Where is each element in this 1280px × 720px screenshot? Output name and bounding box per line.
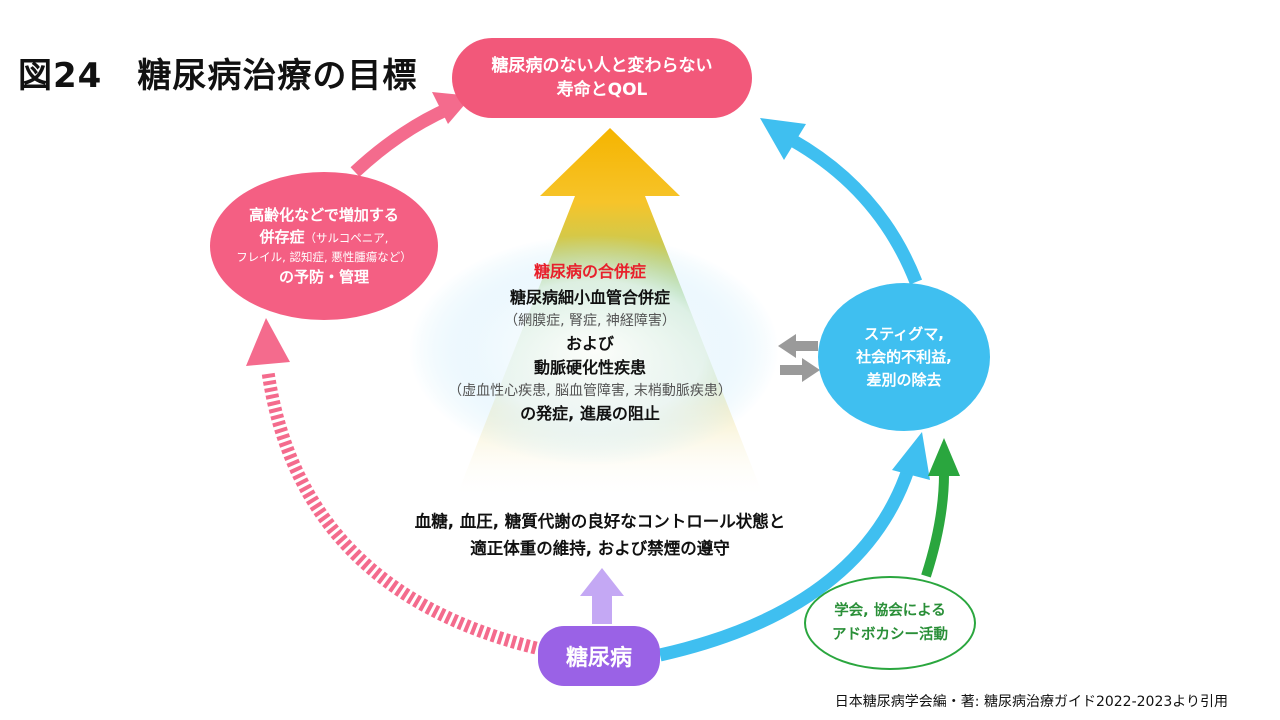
gray-arrow-right-shaft xyxy=(780,365,806,375)
goal-node: 糖尿病のない人と変わらない 寿命とQOL xyxy=(452,38,752,118)
gray-arrow-right-head xyxy=(802,358,820,382)
purple-arrow-shaft xyxy=(592,592,612,624)
advocacy-line2: アドボカシー活動 xyxy=(832,627,948,643)
diabetes-label: 糖尿病 xyxy=(565,646,632,671)
complications-glow xyxy=(409,235,779,465)
arrowhead-advocacy xyxy=(928,438,960,476)
prevention-outcome: の発症, 進展の阻止 xyxy=(520,404,660,423)
citation: 日本糖尿病学会編・著: 糖尿病治療ガイド2022-2023より引用 xyxy=(834,694,1228,710)
comorbidity-node: 高齢化などで増加する 併存症（サルコペニア, フレイル, 認知症, 悪性腫瘍など… xyxy=(210,172,438,320)
microvascular-label: 糖尿病細小血管合併症 xyxy=(509,288,670,307)
goal-line2: 寿命とQOL xyxy=(556,80,648,100)
microvascular-detail: （網膜症, 腎症, 神経障害） xyxy=(504,313,676,329)
arrowhead-to-goal-blue xyxy=(760,118,806,160)
control-text: 血糖, 血圧, 糖質代謝の良好なコントロール状態と 適正体重の維持, および禁煙… xyxy=(330,508,870,562)
macrovascular-detail: （虚血性心疾患, 脳血管障害, 末梢動脈疾患） xyxy=(448,383,732,399)
advocacy-node: 学会, 協会による アドボカシー活動 xyxy=(804,576,976,670)
arrowhead-to-stigma xyxy=(892,432,930,480)
stigma-line2: 社会的不利益, xyxy=(856,347,952,366)
complications-heading: 糖尿病の合併症 xyxy=(533,262,646,281)
control-line1: 血糖, 血圧, 糖質代謝の良好なコントロール状態と xyxy=(414,512,786,531)
diabetes-node: 糖尿病 xyxy=(538,626,660,686)
arrow-diabetes-to-stigma xyxy=(658,467,915,662)
and-label: および xyxy=(565,334,614,353)
control-line2: 適正体重の維持, および禁煙の遵守 xyxy=(470,539,730,558)
comorbidity-main: 併存症 xyxy=(259,228,305,246)
comorbidity-line1: 高齢化などで増加する xyxy=(249,206,399,224)
gray-arrow-left-head xyxy=(778,334,796,358)
gray-arrow-left-shaft xyxy=(792,341,818,351)
goal-line1: 糖尿病のない人と変わらない xyxy=(491,56,713,76)
advocacy-line1: 学会, 協会による xyxy=(834,603,946,619)
dashed-arrow-diabetes-to-comorbidity xyxy=(261,371,538,655)
stigma-line3: 差別の除去 xyxy=(866,370,942,389)
arrowhead-to-comorbidity xyxy=(246,318,290,366)
purple-arrowhead xyxy=(580,568,624,596)
arrow-advocacy-to-stigma xyxy=(921,473,949,578)
comorbidity-line4: の予防・管理 xyxy=(278,268,369,286)
macrovascular-label: 動脈硬化性疾患 xyxy=(533,358,646,377)
complications-text: 糖尿病の合併症 糖尿病細小血管合併症 （網膜症, 腎症, 神経障害） および 動… xyxy=(380,258,800,426)
comorbidity-sub-examples: フレイル, 認知症, 悪性腫瘍など） xyxy=(236,250,412,264)
stigma-node: スティグマ, 社会的不利益, 差別の除去 xyxy=(818,283,990,431)
arrow-comorbidity-to-goal xyxy=(350,102,453,177)
arrow-stigma-to-goal xyxy=(788,134,923,285)
stigma-line1: スティグマ, xyxy=(864,324,944,343)
comorbidity-sub: （サルコペニア, xyxy=(304,231,389,245)
page-title: 図24 糖尿病治療の目標 xyxy=(18,56,418,96)
